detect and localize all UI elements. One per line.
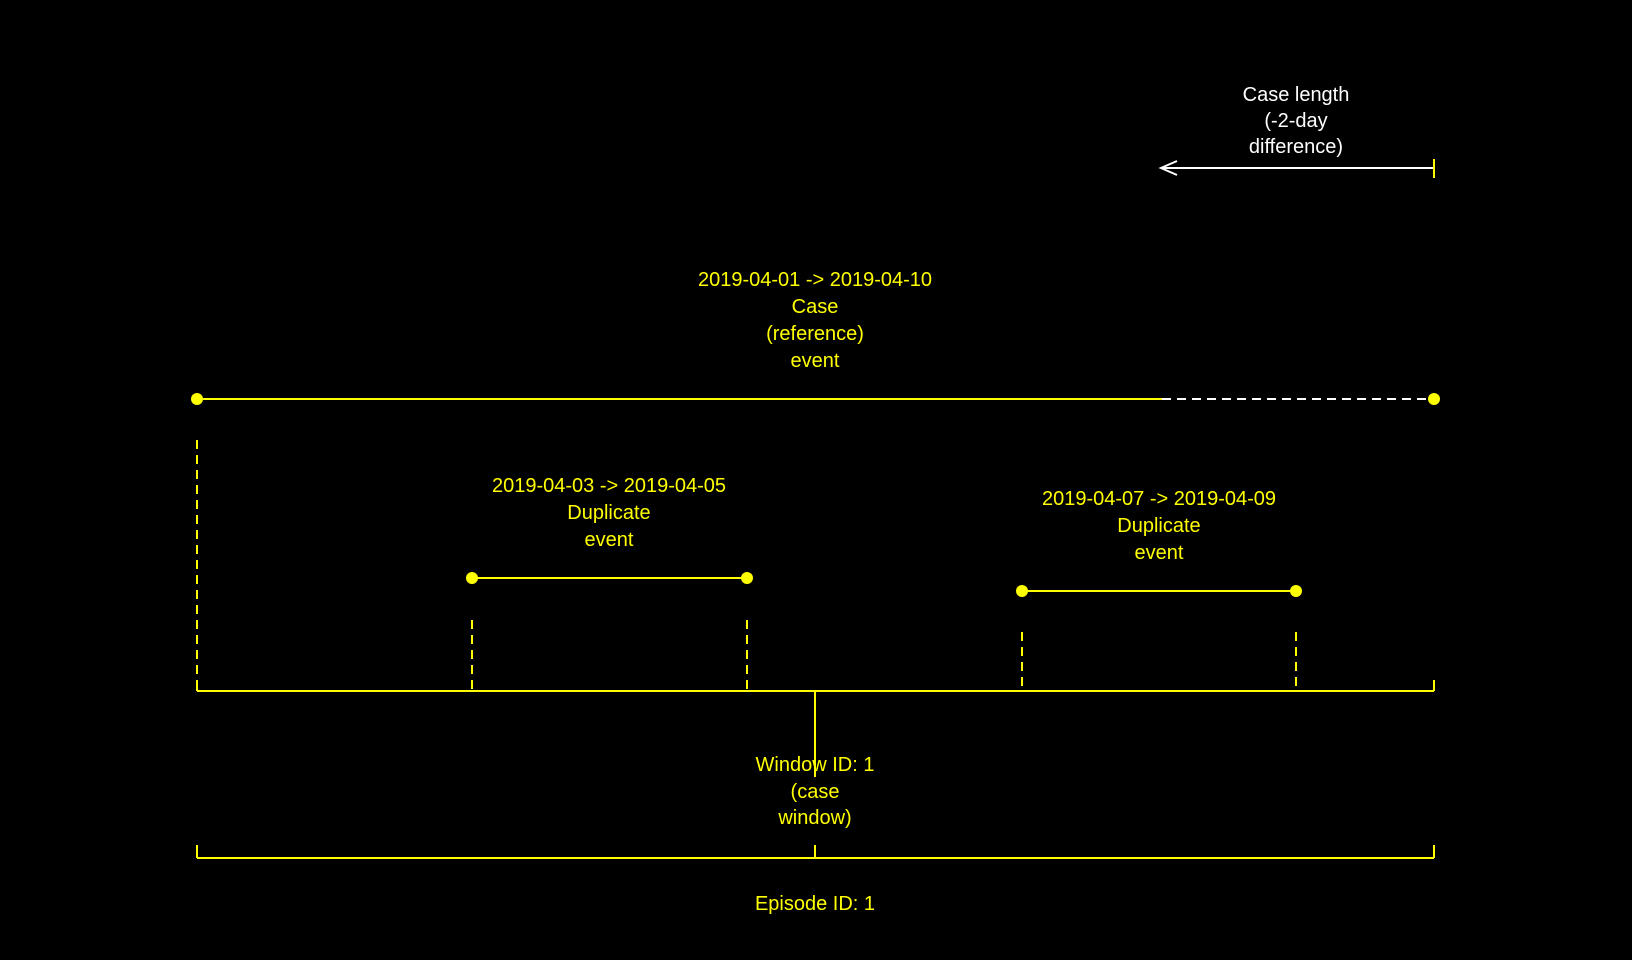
case-event-start-point — [191, 393, 203, 405]
duplicate-event-1: 2019-04-03 -> 2019-04-05 Duplicate event — [466, 475, 753, 690]
case-event-label-1: Case — [792, 296, 839, 318]
duplicate-2-label-2: event — [1135, 542, 1184, 564]
window-label-3: window) — [777, 807, 851, 829]
window-bracket: Window ID: 1 (case window) — [196, 680, 1435, 829]
case-event-label-3: event — [791, 350, 840, 372]
window-label-2: (case — [791, 781, 840, 803]
case-event-label-2: (reference) — [766, 323, 864, 345]
duplicate-1-start-point — [466, 572, 478, 584]
case-length-line-2: (-2-day — [1264, 110, 1327, 132]
case-length-line-3: difference) — [1249, 136, 1343, 158]
case-event: 2019-04-01 -> 2019-04-10 Case (reference… — [191, 269, 1440, 690]
duplicate-2-dates: 2019-04-07 -> 2019-04-09 — [1042, 488, 1276, 510]
duplicate-event-2: 2019-04-07 -> 2019-04-09 Duplicate event — [1016, 488, 1302, 690]
episode-bracket: Episode ID: 1 — [196, 845, 1435, 915]
window-label-1: Window ID: 1 — [756, 754, 875, 776]
case-length-line-1: Case length — [1243, 84, 1350, 106]
episode-label: Episode ID: 1 — [755, 893, 875, 915]
duplicate-2-end-point — [1290, 585, 1302, 597]
arrow-left-icon — [1158, 160, 1178, 176]
case-event-dates: 2019-04-01 -> 2019-04-10 — [698, 269, 932, 291]
duplicate-1-dates: 2019-04-03 -> 2019-04-05 — [492, 475, 726, 497]
duplicate-1-label-1: Duplicate — [567, 502, 650, 524]
duplicate-2-start-point — [1016, 585, 1028, 597]
case-event-end-point — [1428, 393, 1440, 405]
duplicate-2-label-1: Duplicate — [1117, 515, 1200, 537]
duplicate-1-label-2: event — [585, 529, 634, 551]
case-length-annotation: Case length (-2-day difference) — [1158, 84, 1435, 178]
duplicate-1-end-point — [741, 572, 753, 584]
